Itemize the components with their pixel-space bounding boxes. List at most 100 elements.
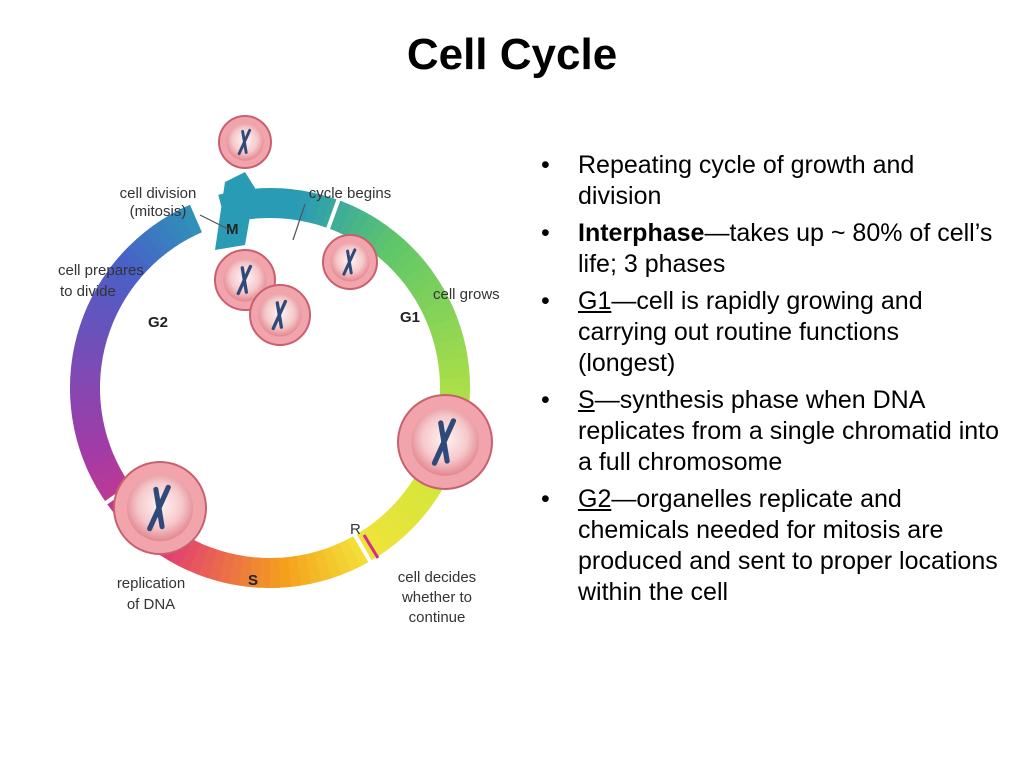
- ring-segment: [278, 188, 293, 220]
- cell: [322, 234, 378, 290]
- ring-segment: [354, 214, 381, 247]
- bullet-item: Repeating cycle of growth and division: [533, 150, 1003, 212]
- ring-segment: [339, 205, 363, 238]
- ring-segment: [376, 232, 405, 263]
- chromosome: [147, 484, 171, 532]
- ring-segment: [76, 430, 109, 450]
- chromosome: [236, 264, 253, 296]
- ring-segment: [337, 539, 361, 572]
- ring-segment: [382, 508, 412, 538]
- ring-segment: [428, 316, 461, 337]
- ring-segment: [368, 520, 396, 551]
- ring-segment: [402, 262, 433, 290]
- ring-segment: [72, 345, 104, 362]
- ring-segment: [71, 355, 103, 371]
- ring-segment: [369, 226, 397, 257]
- label-cell-grows: cell grows: [433, 286, 500, 303]
- ring-segment: [187, 542, 210, 575]
- ring-segment: [390, 246, 420, 276]
- cell: [249, 284, 311, 346]
- ring-segment: [312, 549, 332, 582]
- ring-segment: [79, 315, 112, 336]
- bullet-term: S: [578, 386, 595, 414]
- pointer-line-mitosis: [199, 214, 231, 231]
- ring-segment: [330, 201, 353, 234]
- cell: [218, 115, 272, 169]
- ring-segment: [431, 326, 464, 346]
- chromosome: [342, 248, 357, 276]
- label-cell-prepares: cell prepares: [58, 262, 144, 279]
- bullet-text: —synthesis phase when DNA replicates fro…: [578, 386, 1000, 476]
- phase-divider: [325, 197, 341, 231]
- ring-segment: [227, 554, 244, 586]
- ring-segment: [74, 422, 106, 440]
- ring-segment: [347, 209, 372, 242]
- bullet-text: —organelles replicate and chemicals need…: [578, 485, 998, 606]
- label-cycle-begins: cycle begins: [309, 185, 392, 202]
- ring-segment: [401, 487, 432, 515]
- bullet-item: G1—cell is rapidly growing and carrying …: [533, 286, 1003, 379]
- ring-segment: [74, 334, 107, 353]
- slide-title: Cell Cycle: [406, 30, 618, 79]
- ring-segment: [87, 295, 120, 319]
- ring-segment: [407, 270, 439, 297]
- ring-segment: [76, 324, 109, 345]
- ring-segment: [389, 501, 419, 531]
- bullet-list: Repeating cycle of growth and division I…: [533, 150, 1003, 614]
- ring-segment: [305, 192, 324, 225]
- ring-segment: [321, 546, 342, 579]
- ring-segment: [304, 552, 322, 584]
- ring-segment: [82, 447, 115, 470]
- ring-segment: [144, 225, 172, 256]
- phase-label-g2: G2: [148, 314, 168, 331]
- ring-segment: [437, 356, 470, 372]
- label-continue: continue: [409, 609, 466, 626]
- ring-segment: [395, 494, 426, 523]
- ring-segment: [161, 214, 187, 246]
- ring-segment: [72, 413, 104, 430]
- label-to-divide: to divide: [60, 283, 116, 300]
- ring-segment: [216, 551, 235, 584]
- label-cell-division: cell division: [120, 185, 197, 202]
- ring-segment: [406, 480, 438, 507]
- ring-segment: [362, 220, 389, 252]
- ring-segment: [439, 367, 470, 381]
- ring-segment: [412, 279, 444, 305]
- ring-segment: [206, 549, 227, 582]
- bullet-term: Interphase: [578, 219, 705, 247]
- ring-segment: [83, 305, 116, 328]
- ring-segment: [197, 546, 218, 579]
- bullet-item: G2—organelles replicate and chemicals ne…: [533, 484, 1003, 608]
- bullet-term: G2: [578, 485, 612, 513]
- ring-segment: [329, 543, 352, 576]
- phase-divider: [352, 532, 373, 564]
- ring-segment: [396, 254, 427, 283]
- bullet-text: Repeating cycle of growth and division: [578, 151, 915, 210]
- ring-segment: [383, 239, 413, 269]
- ring-segment: [421, 297, 454, 321]
- label-replication: replication: [117, 575, 185, 592]
- cell-illustrations: [113, 115, 493, 555]
- bullet-item: S—synthesis phase when DNA replicates fr…: [533, 385, 1003, 478]
- ring-segment: [152, 219, 179, 251]
- phase-label-s: S: [248, 572, 258, 589]
- ring-segment: [375, 514, 404, 545]
- label-whether-to: whether to: [401, 589, 472, 606]
- cell: [113, 461, 207, 555]
- chromosome: [431, 418, 457, 466]
- ring-segment: [277, 557, 291, 588]
- pointer-line-cycle-begins: [292, 203, 306, 241]
- chromosome: [237, 128, 252, 156]
- chromosome: [271, 299, 288, 331]
- ring-segment: [86, 455, 119, 479]
- ring-segment: [313, 194, 334, 227]
- restriction-point-marker: [362, 534, 380, 559]
- ring-segment: [295, 554, 312, 586]
- bullet-text: —cell is rapidly growing and carrying ou…: [578, 287, 923, 377]
- phase-label-g1: G1: [400, 309, 420, 326]
- ring-segment: [70, 365, 102, 380]
- ring-segment: [286, 555, 302, 588]
- bullet-term: G1: [578, 287, 612, 315]
- ring-segment: [434, 336, 466, 354]
- phase-label-m: M: [226, 221, 239, 238]
